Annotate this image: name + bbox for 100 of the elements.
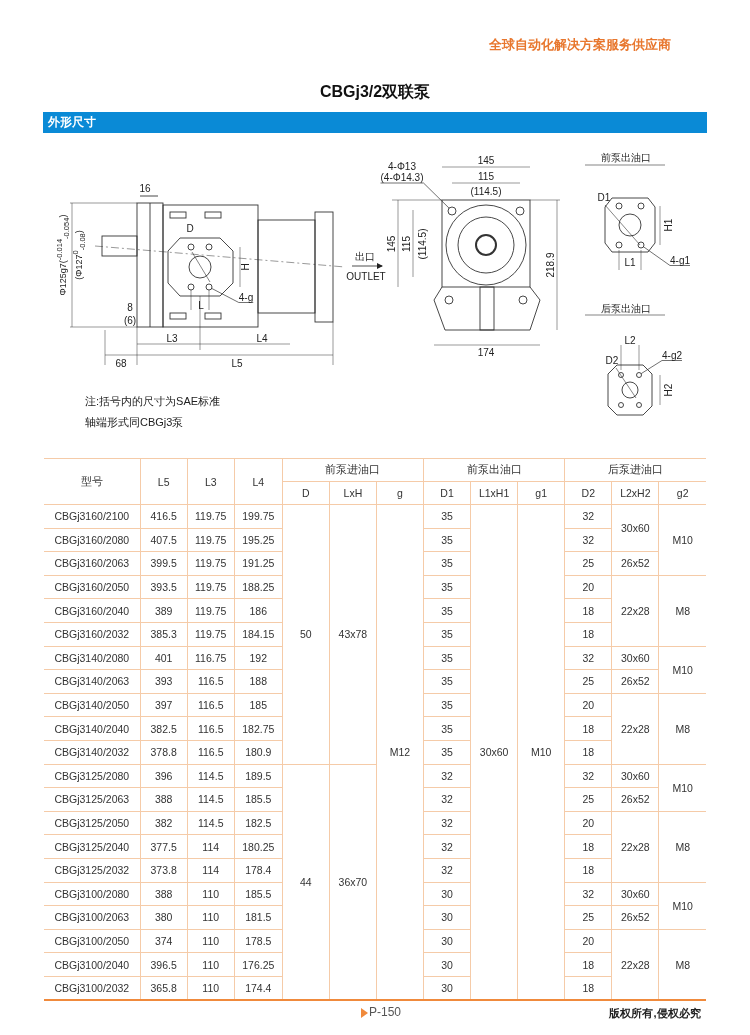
table-cell: 119.75 xyxy=(195,581,227,594)
note-text: 注:括号内的尺寸为SAE标准 xyxy=(85,394,221,408)
dimension-label: D2 xyxy=(605,354,619,366)
table-cell: CBGj3100/2063 xyxy=(54,911,130,924)
table-cell: 396.5 xyxy=(150,958,177,971)
table-cell: 114.5 xyxy=(197,817,224,829)
table-cell: 30 xyxy=(441,911,453,924)
dimension-label: (114.5) xyxy=(470,185,502,197)
table-cell: M8 xyxy=(675,722,690,735)
table-cell: 30 xyxy=(441,935,453,947)
dimension-label: L2 xyxy=(624,334,636,346)
bolt-hole xyxy=(447,206,457,216)
dimension-label: L xyxy=(198,299,204,311)
table-cell: 18 xyxy=(582,628,595,641)
tagline: 全球自动化解决方案服务供应商 xyxy=(489,37,671,53)
table-cell: 114 xyxy=(202,864,220,877)
table-cell: CBGj3160/2063 xyxy=(54,557,130,570)
table-cell: M10 xyxy=(672,533,693,546)
table-cell: 389 xyxy=(154,604,173,617)
leader-line xyxy=(640,360,683,375)
column-header: LxH xyxy=(343,487,363,499)
table-cell: 180.9 xyxy=(245,746,272,759)
dimension-label: 174 xyxy=(477,346,495,358)
table-cell: 32 xyxy=(441,840,453,853)
table-cell: 35 xyxy=(441,651,453,664)
table-cell: 377.5 xyxy=(150,840,177,853)
table-cell: 185.5 xyxy=(245,793,272,806)
note-text: 轴端形式同CBGj3泵 xyxy=(85,415,184,429)
table-cell: 30 xyxy=(441,982,453,995)
table-cell: 388 xyxy=(154,887,173,900)
table-cell: CBGj3125/2040 xyxy=(54,840,130,853)
outlet-label: OUTLET xyxy=(346,270,386,282)
table-cell: 30x60 xyxy=(621,651,650,664)
table-cell: 119.75 xyxy=(195,557,227,570)
table-cell: 35 xyxy=(441,533,453,546)
dimension-label: H xyxy=(239,263,251,271)
table-cell: CBGj3160/2040 xyxy=(54,604,130,617)
table-cell: CBGj3100/2032 xyxy=(54,982,130,995)
column-header: D2 xyxy=(581,487,595,499)
table-cell: M8 xyxy=(675,604,690,617)
table-cell: 116.5 xyxy=(197,722,224,735)
table-cell: 182.75 xyxy=(242,722,275,735)
table-cell: 184.15 xyxy=(242,628,275,641)
column-header: g1 xyxy=(535,487,548,499)
column-header: L1xH1 xyxy=(478,487,510,499)
table-cell: 35 xyxy=(441,581,453,594)
dimension-label: D xyxy=(186,222,194,234)
callout-label: (4-Φ14.3) xyxy=(380,172,424,183)
table-cell: M10 xyxy=(672,663,693,676)
dimension-label: D1 xyxy=(597,191,611,203)
table-cell: 18 xyxy=(582,722,595,735)
dimension-label: L1 xyxy=(624,256,636,268)
table-cell: 399.5 xyxy=(150,557,177,570)
table-cell: CBGj3100/2080 xyxy=(54,887,130,900)
dimension-label: 16 xyxy=(139,182,151,194)
table-cell: 188.25 xyxy=(242,581,275,594)
dimension-label: H2 xyxy=(662,383,674,397)
table-cell: 30x60 xyxy=(621,769,650,782)
table-cell: 32 xyxy=(582,651,595,664)
table-cell: 388 xyxy=(154,793,173,806)
table-cell: M10 xyxy=(672,781,693,794)
table-cell: 110 xyxy=(202,982,220,995)
table-cell: 181.5 xyxy=(245,911,272,924)
table-cell: 110 xyxy=(202,935,220,947)
table-cell: 25 xyxy=(582,793,595,806)
table-cell: 22x28 xyxy=(621,604,650,617)
table-cell: 32 xyxy=(441,769,453,782)
dimension-label: 8 xyxy=(127,301,133,313)
table-cell: 18 xyxy=(582,982,595,995)
leader-line xyxy=(380,182,450,209)
column-header: D xyxy=(302,487,310,499)
table-cell: 396 xyxy=(154,769,173,782)
table-cell: 110 xyxy=(202,958,220,971)
table-cell: M8 xyxy=(675,840,690,853)
table-cell: 176.25 xyxy=(242,958,275,971)
table-cell: 20 xyxy=(582,935,595,947)
table-cell: 43x78 xyxy=(338,628,368,641)
table-cell: 30 xyxy=(441,958,453,971)
table-cell: 32 xyxy=(441,864,453,877)
bolt-hole xyxy=(205,283,213,291)
table-cell: 110 xyxy=(202,887,220,900)
table-cell: 382 xyxy=(154,817,173,829)
dimension-label: H1 xyxy=(662,218,674,232)
table-cell: CBGj3160/2080 xyxy=(54,533,130,546)
table-cell: 185 xyxy=(249,699,268,712)
table-cell: 185.5 xyxy=(245,887,272,900)
table-cell: 182.5 xyxy=(245,817,272,829)
table-cell: M12 xyxy=(389,746,411,759)
callout-label: 4-Φ13 xyxy=(387,161,417,172)
dimension-label: 115 xyxy=(478,170,494,182)
table-cell: 44 xyxy=(300,876,312,888)
table-cell: 114.5 xyxy=(197,793,224,806)
table-cell: 25 xyxy=(582,557,595,570)
table-cell: 174.4 xyxy=(245,982,272,995)
table-cell: CBGj3125/2080 xyxy=(54,769,130,782)
dimension-label: L5 xyxy=(231,357,243,369)
table-cell: 32 xyxy=(441,817,453,829)
table-cell: 18 xyxy=(582,840,595,853)
page-number: P-150 xyxy=(369,1006,401,1020)
table-cell: 397 xyxy=(154,699,173,712)
